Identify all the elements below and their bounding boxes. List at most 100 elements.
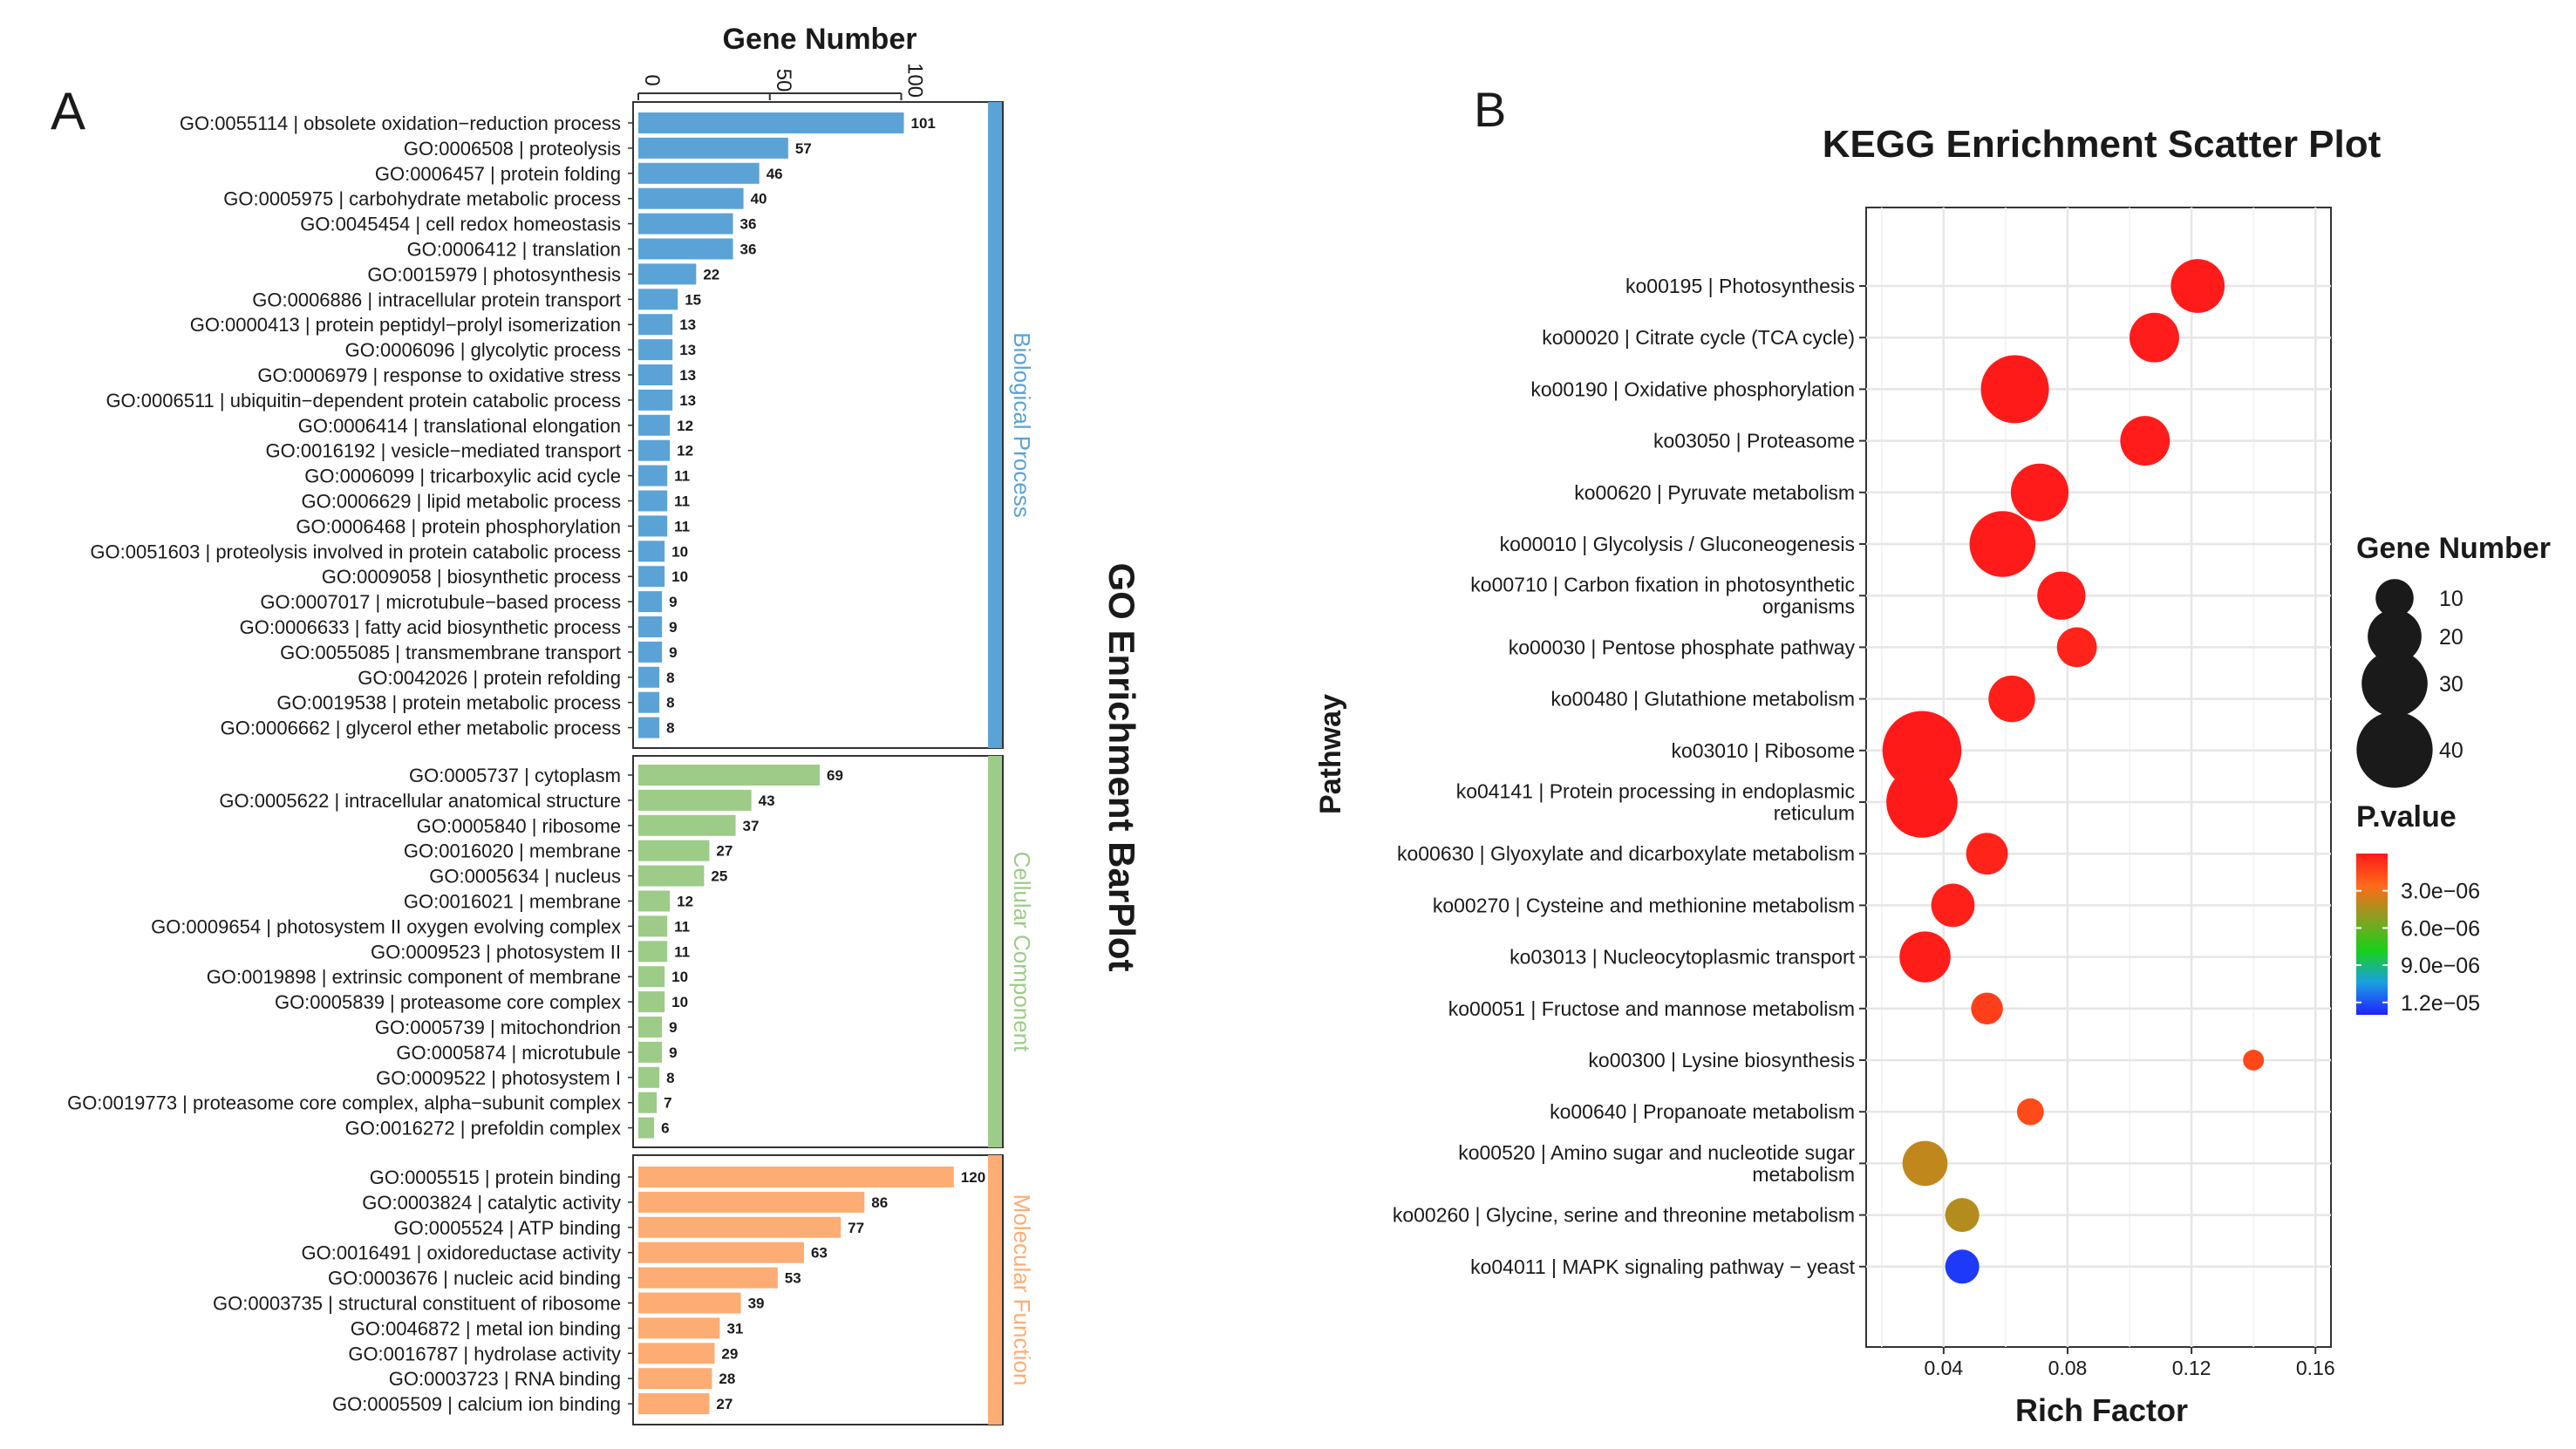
bar-category-label: GO:0016272 | prefoldin complex	[345, 1118, 621, 1139]
bar-value-label: 86	[871, 1194, 888, 1211]
bar-category-label: GO:0006457 | protein folding	[375, 163, 621, 185]
bar-category-label: GO:0005509 | calcium ion binding	[332, 1393, 621, 1415]
bar-category-label: GO:0019898 | extrinsic component of memb…	[207, 966, 621, 988]
bar-category-label: GO:0005737 | cytoplasm	[409, 765, 621, 786]
bar	[638, 941, 668, 963]
bar-value-label: 11	[674, 943, 690, 960]
scatter-point	[1966, 833, 2008, 875]
bar	[638, 814, 736, 836]
pathway-label: ko00270 | Cysteine and methionine metabo…	[1433, 894, 1855, 916]
bar-value-label: 8	[666, 670, 674, 686]
pathway-label: ko03013 | Nucleocytoplasmic transport	[1509, 946, 1856, 969]
scatter-point	[2171, 259, 2225, 313]
bar-category-label: GO:0005524 | ATP binding	[393, 1217, 621, 1239]
scatter-x-tick-label: 0.04	[1924, 1357, 1963, 1379]
bar-value-label: 12	[677, 894, 693, 910]
pathway-label: ko00010 | Glycolysis / Gluconeogenesis	[1500, 533, 1855, 555]
bar-category-label: GO:0003676 | nucleic acid binding	[328, 1268, 621, 1289]
scatter-x-tick-label: 0.08	[2048, 1357, 2088, 1379]
pathway-label: ko03010 | Ribosome	[1671, 739, 1855, 762]
bar	[638, 915, 668, 937]
pathway-label: ko00260 | Glycine, serine and threonine …	[1393, 1204, 1855, 1227]
bar-value-label: 8	[666, 695, 674, 711]
bar-value-label: 57	[795, 140, 812, 157]
bar-value-label: 11	[674, 518, 690, 534]
bar	[638, 666, 660, 688]
bar	[638, 289, 678, 310]
bar	[638, 465, 668, 486]
bar-value-label: 6	[661, 1120, 669, 1137]
bar-value-label: 11	[674, 918, 690, 935]
kegg-y-axis-title: Pathway	[1314, 694, 1347, 814]
scatter-point	[1988, 675, 2035, 723]
bar-category-label: GO:0006468 | protein phosphorylation	[296, 515, 621, 537]
pathway-label: ko00300 | Lysine biosynthesis	[1588, 1049, 1855, 1071]
bar-category-label: GO:0009522 | photosystem I	[376, 1067, 621, 1089]
scatter-point	[2016, 1098, 2044, 1126]
bar-value-label: 69	[827, 767, 843, 784]
bar-category-label: GO:0000413 | protein peptidyl−prolyl iso…	[190, 314, 621, 336]
bar-category-label: GO:0007017 | microtubule−based process	[260, 591, 621, 613]
bar-value-label: 10	[671, 969, 688, 985]
pathway-label: ko00190 | Oxidative phosphorylation	[1530, 378, 1855, 400]
bar-value-label: 36	[740, 216, 757, 233]
pathway-label: ko00630 | Glyoxylate and dicarboxylate m…	[1397, 842, 1855, 865]
bar-category-label: GO:0006662 | glycerol ether metabolic pr…	[221, 718, 621, 739]
size-legend-circle	[2375, 579, 2414, 617]
bar	[638, 1041, 663, 1063]
bar-category-label: GO:0003824 | catalytic activity	[362, 1192, 621, 1214]
bar-value-label: 9	[669, 1019, 677, 1036]
bar	[638, 490, 668, 512]
bar-category-label: GO:0009654 | photosystem II oxygen evolv…	[151, 915, 621, 937]
bar-value-label: 27	[716, 843, 733, 860]
bar-group-strip	[988, 756, 1002, 1147]
bar-value-label: 63	[811, 1245, 828, 1262]
bar-category-label: GO:0016491 | oxidoreductase activity	[302, 1242, 621, 1264]
bar	[638, 439, 671, 461]
bar-category-label: GO:0006096 | glycolytic process	[345, 339, 621, 361]
bar-value-label: 101	[911, 115, 936, 132]
pathway-label: reticulum	[1774, 802, 1855, 825]
scatter-point	[1882, 711, 1962, 791]
color-legend-title: P.value	[2356, 800, 2457, 833]
bar-value-label: 7	[664, 1095, 671, 1112]
bar-value-label: 43	[759, 793, 775, 809]
bar-value-label: 37	[743, 818, 760, 834]
bar	[638, 339, 673, 361]
bar	[638, 840, 710, 861]
scatter-point	[1980, 355, 2049, 424]
bar-value-label: 10	[671, 543, 688, 560]
bar-value-label: 12	[677, 418, 693, 434]
bar-value-label: 12	[677, 443, 693, 459]
size-legend-label: 30	[2439, 672, 2464, 697]
pathway-label: ko00030 | Pentose phosphate pathway	[1509, 636, 1856, 658]
bar-category-label: GO:0006629 | lipid metabolic process	[302, 491, 621, 513]
scatter-point	[2010, 463, 2069, 521]
scatter-point	[1945, 1198, 1980, 1233]
go-side-title: GO Enrichment BarPlot	[1101, 562, 1142, 971]
scatter-x-tick-label: 0.12	[2172, 1357, 2211, 1379]
bar-value-label: 13	[679, 342, 696, 358]
bar-value-label: 13	[679, 392, 696, 409]
pathway-label: ko00640 | Propanoate metabolism	[1550, 1100, 1855, 1123]
bar	[638, 414, 671, 436]
bar-category-label: GO:0016021 | membrane	[404, 891, 621, 913]
bar-group-label: Molecular Function	[1009, 1194, 1035, 1386]
bar-category-label: GO:0046872 | metal ion binding	[351, 1317, 621, 1339]
bar-category-label: GO:0005840 | ribosome	[417, 815, 621, 837]
scatter-point	[2120, 416, 2171, 466]
bar-value-label: 15	[685, 291, 701, 308]
kegg-x-axis-title: Rich Factor	[2015, 1392, 2188, 1428]
bar-category-label: GO:0005839 | proteasome core complex	[275, 991, 621, 1013]
size-legend-label: 40	[2439, 738, 2464, 763]
scatter-point	[1945, 1249, 1980, 1284]
bar-category-label: GO:0005874 | microtubule	[396, 1042, 621, 1064]
